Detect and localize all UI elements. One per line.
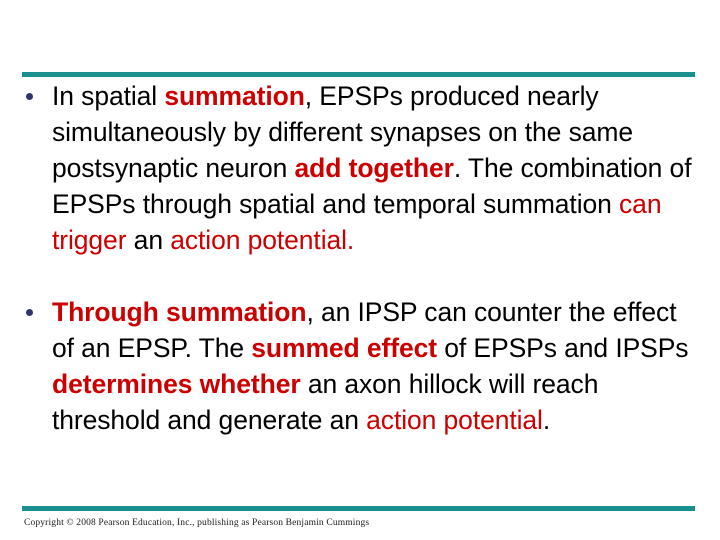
text-run: can trigger [52,189,662,255]
text-run: of EPSPs and IPSPs [437,333,689,363]
list-item: Through summation, an IPSP can counter t… [22,294,702,438]
bullet-dot-icon [26,309,33,316]
text-run: Through summation [52,297,307,327]
text-run: summed effect [251,333,437,363]
text-run: determines whether [52,369,301,399]
text-run: add together [294,153,454,183]
top-divider-rule [22,72,695,77]
text-run: an [126,225,171,255]
text-run: action potential [366,405,543,435]
text-run: , EPSPs produced nearly simultaneously b… [52,81,633,183]
slide-body: In spatial summation, EPSPs produced nea… [22,78,702,438]
bullet-text-1: In spatial summation, EPSPs produced nea… [52,78,702,258]
text-run: action potential [170,225,347,255]
text-run: . [346,225,355,255]
text-run: summation [164,81,305,111]
bottom-divider-rule [22,506,695,511]
text-run: . [542,405,551,435]
copyright-notice: Copyright © 2008 Pearson Education, Inc.… [24,518,370,528]
bullet-dot-icon [26,93,33,100]
text-run: an axon hillock will reach threshold and… [52,369,599,435]
list-item: In spatial summation, EPSPs produced nea… [22,78,702,258]
text-run: In spatial [52,81,165,111]
text-run: . The combination of EPSPs through spati… [52,153,692,219]
bullet-text-2: Through summation, an IPSP can counter t… [52,294,702,438]
text-run: , an IPSP can counter the effect of an E… [52,297,677,363]
